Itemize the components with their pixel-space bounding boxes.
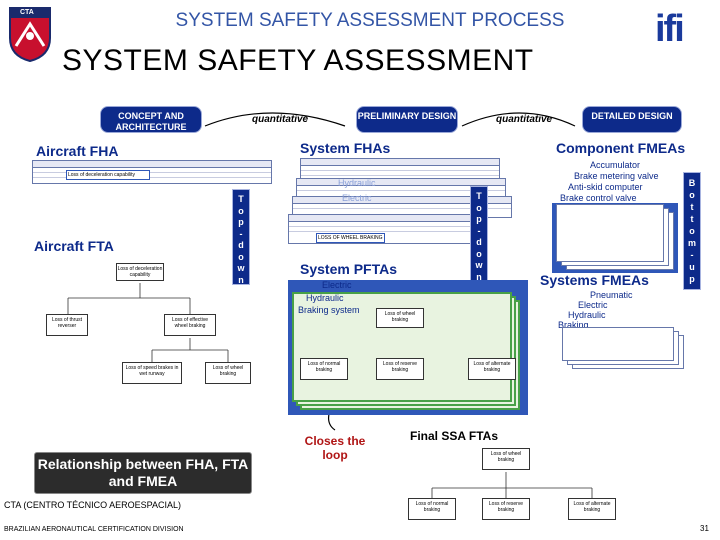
vertical-letter: u	[689, 262, 695, 272]
component-brake-control: Brake control valve	[560, 193, 637, 203]
quantitative-label-1: quantitative	[252, 114, 309, 125]
cta-logo: CTA	[6, 6, 54, 63]
fta-top-event: Loss of deceleration capability	[116, 263, 164, 281]
vertical-letter: o	[689, 190, 695, 200]
ifi-logo: ifi	[655, 8, 705, 52]
vertical-letter: t	[690, 214, 694, 224]
final-normal-braking: Loss of normal braking	[408, 498, 456, 520]
component-brake-metering: Brake metering valve	[574, 171, 659, 181]
ifi-logo-text: ifi	[655, 8, 685, 50]
vertical-letter: m	[687, 238, 696, 248]
fta-wheel-braking: Loss of wheel braking	[205, 362, 251, 384]
phase-concept-architecture: CONCEPT AND ARCHITECTURE	[100, 106, 202, 133]
system-pftas-label: System PFTAs	[300, 261, 397, 277]
aircraft-fha-label: Aircraft FHA	[36, 143, 119, 159]
system-fha-electric: Electric	[342, 193, 372, 203]
pfta-braking: Braking system	[298, 305, 360, 315]
pfta-electric: Electric	[322, 280, 352, 290]
vertical-letter: d	[238, 240, 244, 250]
pfta-top-event: Loss of wheel braking	[376, 308, 424, 328]
final-alternate-braking: Loss of alternate braking	[568, 498, 616, 520]
fta-speed-brakes: Loss of speed brakes in wet runway	[122, 362, 182, 384]
vertical-letter: t	[690, 202, 694, 212]
vertical-letter: B	[688, 178, 696, 188]
fha-callout: Loss of deceleration capability	[66, 170, 150, 180]
vertical-letter: d	[476, 237, 482, 247]
vertical-letter: -	[477, 225, 481, 236]
pfta-hydraulic: Hydraulic	[306, 293, 344, 303]
vertical-letter: T	[238, 194, 244, 204]
component-antiskid: Anti-skid computer	[568, 182, 643, 192]
footer-cta: CTA (CENTRO TÉCNICO AEROESPACIAL)	[4, 500, 182, 510]
vertical-letter: n	[238, 274, 244, 285]
component-sheet-1	[556, 204, 664, 262]
systems-hydraulic: Hydraulic	[568, 310, 606, 320]
vertical-letter: -	[239, 228, 243, 239]
systems-fmeas-label: Systems FMEAs	[540, 272, 649, 288]
page-number: 31	[700, 524, 709, 533]
vertical-letter: T	[476, 191, 482, 201]
fta-thrust-reverser: Loss of thrust reverser	[46, 314, 88, 336]
system-fha-callout: LOSS OF WHEEL BRAKING	[316, 233, 385, 243]
pfta-normal-braking: Loss of normal braking	[300, 358, 348, 380]
component-accumulator: Accumulator	[590, 160, 641, 170]
vertical-letter: o	[238, 251, 244, 262]
phase-preliminary-design: PRELIMINARY DESIGN	[356, 106, 458, 133]
closes-loop-caption: Closes the loop	[304, 434, 366, 462]
vertical-letter: p	[238, 217, 244, 227]
vertical-letter: -	[690, 250, 694, 260]
component-fmeas-label: Component FMEAs	[556, 140, 686, 156]
cta-logo-text: CTA	[20, 9, 34, 16]
vertical-letter: p	[689, 274, 695, 284]
systems-braking: Braking	[558, 320, 589, 330]
final-ssa-label: Final SSA FTAs	[410, 429, 499, 443]
system-fhas-label: System FHAs	[300, 140, 391, 156]
aircraft-fta-label: Aircraft FTA	[34, 238, 114, 254]
vertical-letter: o	[238, 205, 244, 216]
vertical-letter: p	[476, 214, 482, 224]
vertical-letter: o	[476, 248, 482, 259]
pfta-alternate-braking: Loss of alternate braking	[468, 358, 516, 380]
phase-detailed-design: DETAILED DESIGN	[582, 106, 682, 133]
page-header-title: SYSTEM SAFETY ASSESSMENT PROCESS	[175, 10, 565, 31]
vertical-letter: w	[237, 263, 245, 273]
vertical-letter: n	[476, 271, 482, 282]
systems-sheet-1	[562, 327, 674, 361]
systems-pneumatic: Pneumatic	[590, 290, 633, 300]
relationship-caption: Relationship between FHA, FTA and FMEA	[34, 452, 252, 494]
vertical-letter: o	[689, 226, 695, 236]
quantitative-label-2: quantitative	[496, 114, 553, 125]
fta-effective-wheel: Loss of effective wheel braking	[164, 314, 216, 336]
system-fha-hydraulic: Hydraulic	[338, 178, 376, 188]
vertical-letter: w	[475, 260, 483, 270]
final-reserve-braking: Loss of reserve braking	[482, 498, 530, 520]
pfta-reserve-braking: Loss of reserve braking	[376, 358, 424, 380]
final-top-event: Loss of wheel braking	[482, 448, 530, 470]
systems-electric: Electric	[578, 300, 608, 310]
vertical-letter: o	[476, 202, 482, 213]
footer-division: BRAZILIAN AERONAUTICAL CERTIFICATION DIV…	[4, 526, 184, 533]
page-title: SYSTEM SAFETY ASSESSMENT	[62, 44, 534, 77]
